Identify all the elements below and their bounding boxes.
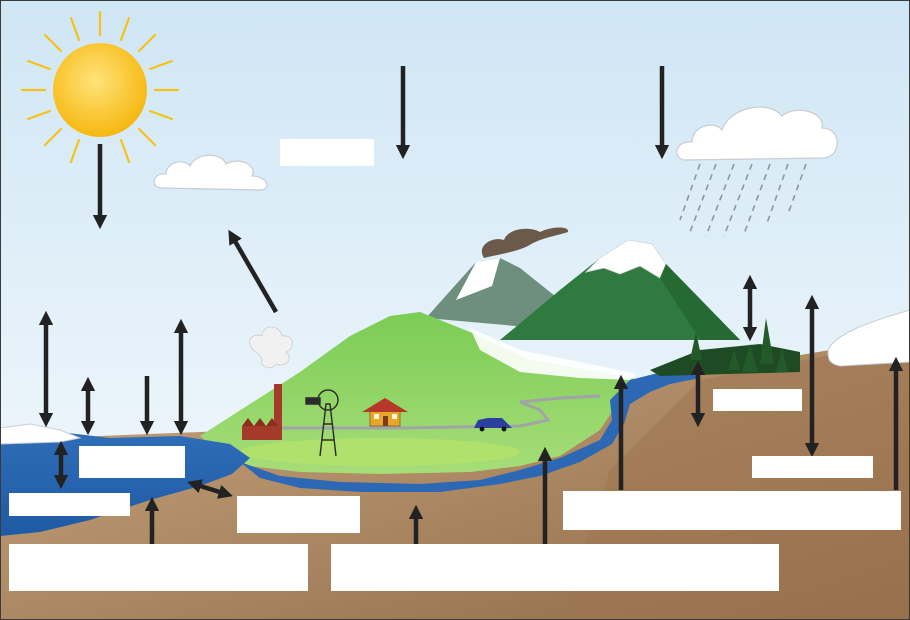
car-icon bbox=[474, 418, 512, 432]
blank-label-ground-lower[interactable] bbox=[752, 456, 873, 478]
snow-bank-left bbox=[0, 423, 82, 445]
blank-label-right-wide[interactable] bbox=[563, 491, 901, 530]
green-hill bbox=[200, 312, 640, 474]
blank-label-bottom-left[interactable] bbox=[9, 544, 308, 591]
arrows bbox=[38, 66, 904, 544]
volcano-smoke bbox=[481, 227, 569, 258]
arrow-groundwater-exchange bbox=[187, 479, 233, 499]
blank-label-groundwater-left[interactable] bbox=[237, 496, 360, 533]
cloud-icon bbox=[153, 154, 268, 191]
windmill-icon bbox=[305, 389, 339, 457]
blank-label-lake-upper[interactable] bbox=[79, 446, 185, 478]
sun-icon bbox=[20, 10, 180, 170]
factory-icon bbox=[242, 326, 293, 440]
road bbox=[250, 394, 601, 430]
river bbox=[240, 372, 700, 492]
blank-label-ground-upper[interactable] bbox=[713, 389, 802, 411]
house-icon bbox=[362, 398, 408, 427]
blank-label-bottom-center[interactable] bbox=[331, 544, 779, 591]
rain-cloud-icon bbox=[676, 106, 838, 237]
mountain-range bbox=[426, 239, 740, 340]
arrow-diagonal-up bbox=[228, 229, 278, 314]
blank-label-lake-lower[interactable] bbox=[9, 493, 130, 516]
forest-icon bbox=[650, 318, 800, 376]
blank-label-sky[interactable] bbox=[280, 139, 374, 166]
